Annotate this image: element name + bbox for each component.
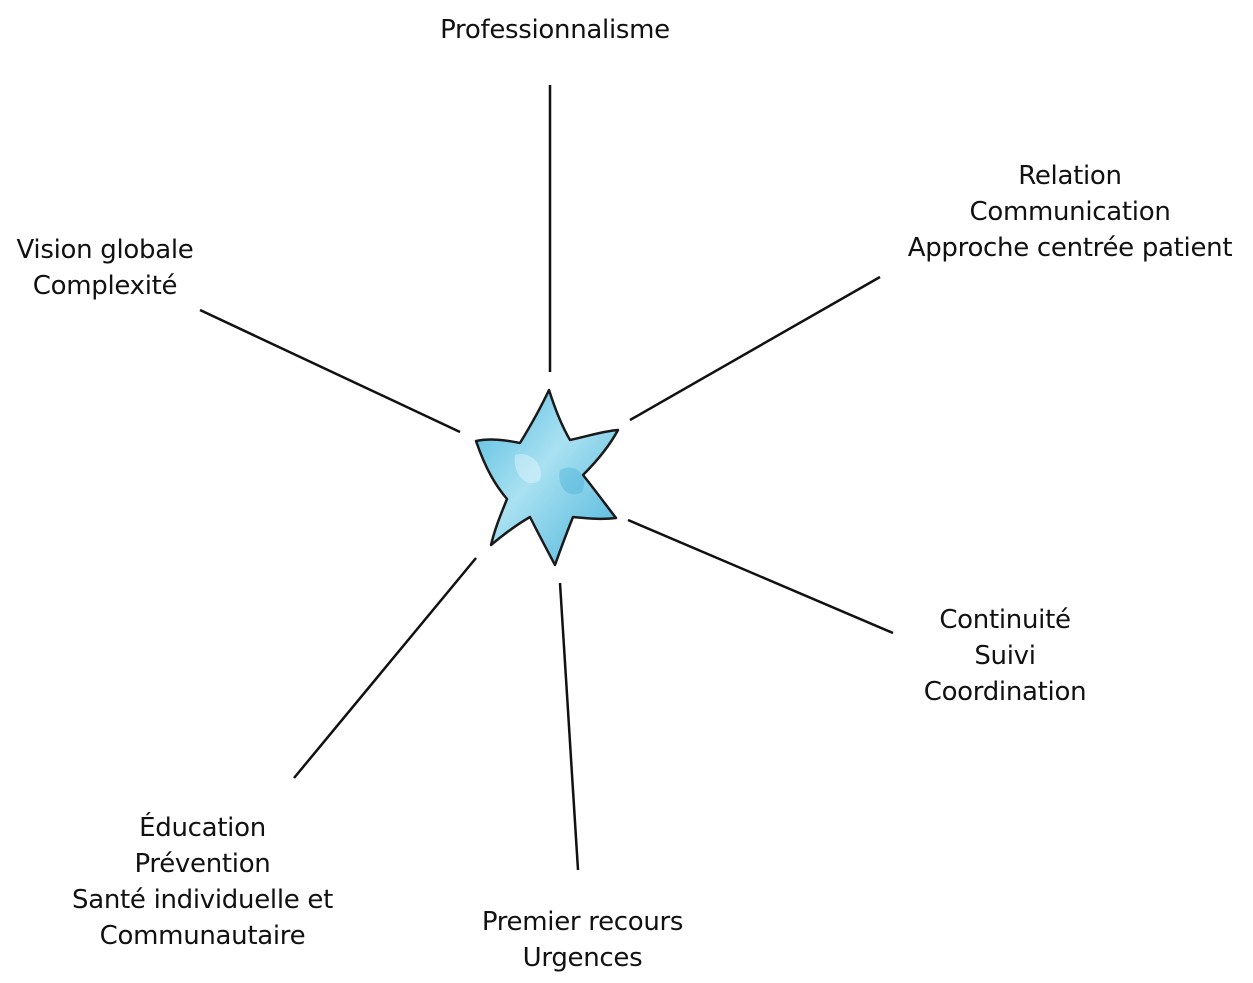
label-line: Continuité bbox=[939, 605, 1071, 635]
label-line: Premier recours bbox=[481, 907, 684, 937]
label-line: Coordination bbox=[923, 677, 1087, 707]
label-line: Santé individuelle et bbox=[72, 885, 333, 915]
label-line: Complexité bbox=[32, 271, 178, 301]
label-line: Communication bbox=[969, 197, 1171, 227]
label-line: Suivi bbox=[974, 641, 1036, 671]
spoke-premier-recours bbox=[558, 582, 580, 871]
label-line: Urgences bbox=[522, 943, 643, 973]
label-line: Relation bbox=[1018, 161, 1122, 191]
label-line: Communautaire bbox=[99, 921, 306, 951]
label-line: Prévention bbox=[134, 849, 271, 879]
spoke-continuite bbox=[627, 518, 894, 635]
spoke-relation bbox=[629, 275, 881, 422]
label-line: Professionnalisme bbox=[440, 15, 670, 45]
spoke-vision bbox=[199, 308, 461, 434]
label-line: Éducation bbox=[139, 813, 266, 843]
star-icon bbox=[474, 388, 620, 567]
label-line: Approche centrée patient bbox=[907, 233, 1233, 263]
label-line: Vision globale bbox=[16, 235, 194, 265]
spoke-education bbox=[293, 557, 477, 779]
label-professionnalisme: Professionnalisme bbox=[405, 12, 705, 48]
